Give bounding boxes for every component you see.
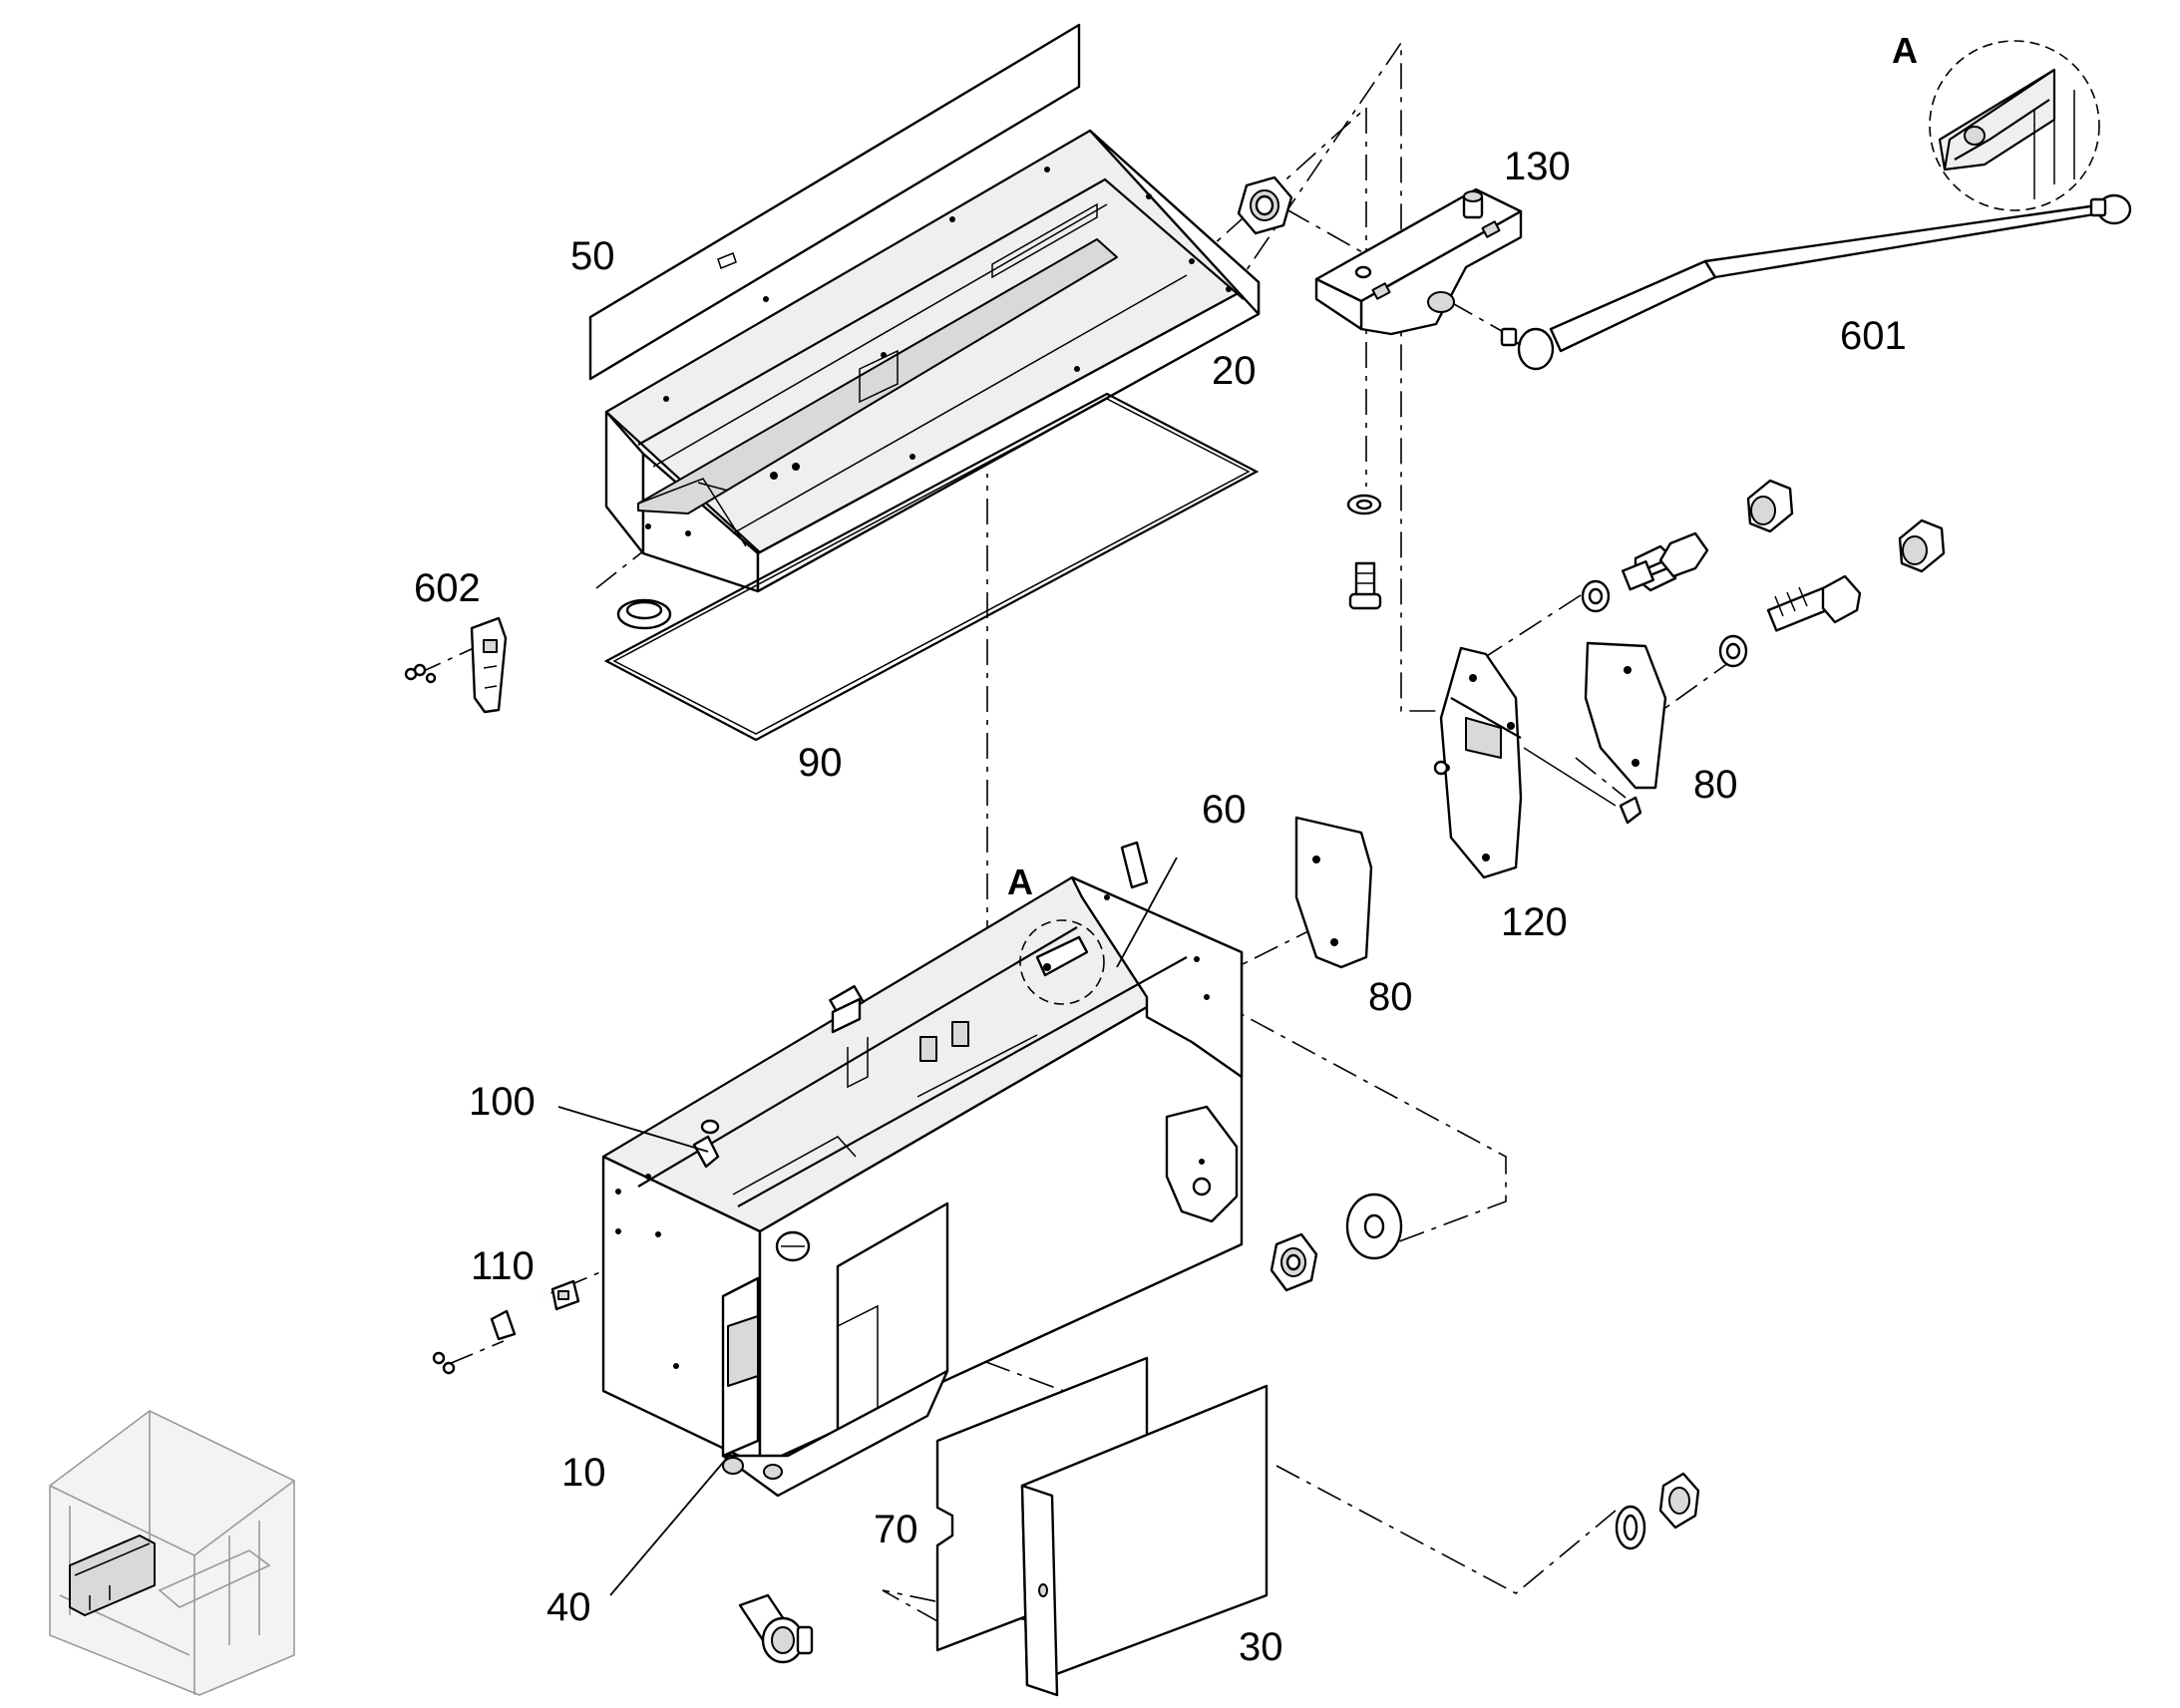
bolt-2 <box>1766 574 1862 632</box>
part-601-gas-strut <box>1500 193 2132 371</box>
detail-view-a <box>1929 40 2100 211</box>
part-50-cover-panel <box>588 23 1081 381</box>
washer-80-lower <box>1718 634 1748 668</box>
label-detail-a-box: A <box>1007 861 1033 902</box>
part-30-cover <box>1020 1384 1269 1697</box>
label-110: 110 <box>471 1244 535 1288</box>
label-70: 70 <box>874 1508 918 1551</box>
label-90: 90 <box>798 741 843 785</box>
part-130-hinge-bracket <box>1314 187 1523 336</box>
lock-washer <box>1615 1505 1646 1550</box>
quarter-turn-lock <box>738 1593 814 1664</box>
part-602-latch <box>404 616 508 714</box>
part-labels: 50 20 130 601 602 90 80 120 60 80 100 11… <box>414 30 1918 1669</box>
label-20: 20 <box>1212 349 1257 393</box>
label-601: 601 <box>1840 314 1907 358</box>
location-thumbnail <box>49 1410 295 1696</box>
leader-lines <box>557 856 1178 1596</box>
grommet <box>616 598 672 630</box>
large-washer <box>1345 1193 1403 1260</box>
washer-80-upper <box>1581 579 1611 613</box>
cap-nut-1 <box>1746 479 1794 533</box>
label-100: 100 <box>469 1080 536 1124</box>
label-80-upper: 80 <box>1693 763 1738 807</box>
hex-nut-mid <box>1270 1232 1318 1292</box>
part-90-gasket <box>603 392 1260 742</box>
label-80-lower: 80 <box>1368 975 1413 1019</box>
part-110-clip <box>432 1279 580 1375</box>
label-40: 40 <box>546 1585 591 1629</box>
washer-130 <box>1346 494 1382 515</box>
hex-nut-top <box>1237 175 1293 235</box>
cap-nut-2 <box>1898 518 1946 573</box>
part-80-plate-lower <box>1294 816 1373 969</box>
label-10: 10 <box>561 1451 606 1495</box>
label-130: 130 <box>1504 145 1571 188</box>
bolt-1 <box>1622 531 1709 592</box>
label-detail-a-top: A <box>1892 30 1918 71</box>
label-60: 60 <box>1202 788 1247 832</box>
part-10-main-box <box>601 841 1244 1498</box>
lock-nut <box>1658 1472 1700 1530</box>
label-602: 602 <box>414 566 481 610</box>
part-120-hinge-plate <box>1433 646 1642 879</box>
label-30: 30 <box>1239 1625 1283 1669</box>
label-120: 120 <box>1501 900 1568 944</box>
part-80-plate-upper <box>1584 641 1667 790</box>
label-50: 50 <box>570 234 615 278</box>
screw-130 <box>1348 561 1382 610</box>
